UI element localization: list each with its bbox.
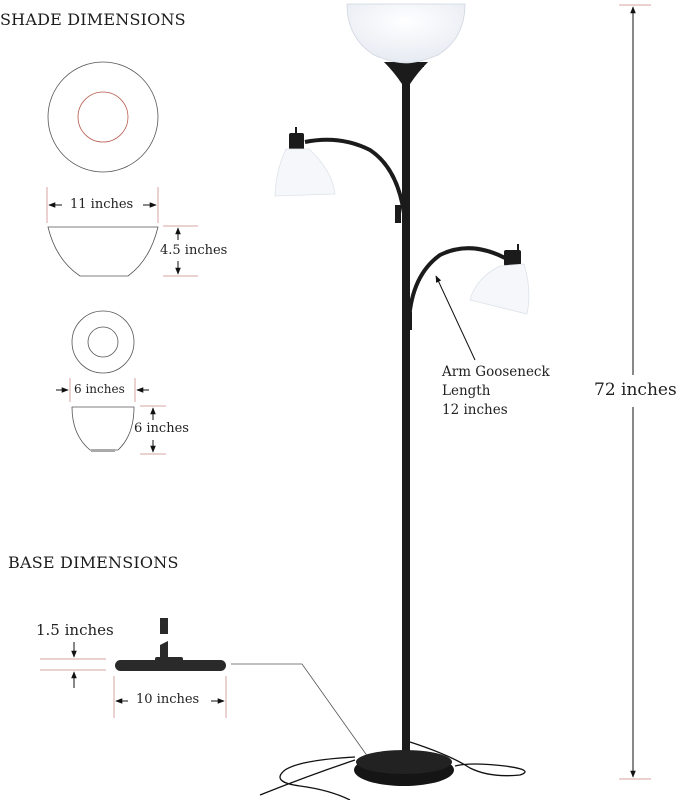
small-shade-width-dimension bbox=[56, 378, 149, 402]
base-dimensions-heading: BASE DIMENSIONS bbox=[8, 553, 179, 572]
base-profile bbox=[115, 618, 226, 671]
large-shade-height-dimension bbox=[163, 225, 198, 277]
large-shade-height-label: 4.5 inches bbox=[160, 243, 228, 258]
large-shade-width-label: 11 inches bbox=[70, 197, 134, 212]
small-shade-width-label: 6 inches bbox=[74, 382, 125, 396]
base-height-dimension bbox=[40, 642, 106, 688]
small-shade-height-label: 6 inches bbox=[134, 421, 189, 436]
gooseneck-callout-line2: Length bbox=[442, 383, 491, 399]
base-width-dimension bbox=[113, 676, 227, 718]
gooseneck-callout-arrow bbox=[435, 275, 476, 361]
floor-lamp bbox=[259, 3, 530, 800]
base-width-label: 10 inches bbox=[136, 692, 200, 707]
shade-dimensions-heading: SHADE DIMENSIONS bbox=[0, 10, 186, 29]
large-shade-width-dimension bbox=[46, 187, 159, 223]
gooseneck-callout-line3: 12 inches bbox=[442, 402, 508, 418]
large-shade-side-view bbox=[47, 226, 159, 277]
total-height-dimension bbox=[619, 4, 651, 780]
small-shade-top-view bbox=[71, 310, 135, 374]
small-shade-height-dimension bbox=[140, 405, 166, 455]
small-shade-side-view bbox=[71, 406, 135, 452]
base-leader-line bbox=[231, 663, 369, 758]
gooseneck-callout-line1: Arm Gooseneck bbox=[442, 364, 550, 380]
large-shade-top-view bbox=[47, 61, 159, 173]
base-height-label: 1.5 inches bbox=[36, 621, 114, 639]
total-height-label: 72 inches bbox=[594, 380, 677, 400]
gooseneck-callout: Arm Gooseneck Length 12 inches bbox=[442, 363, 550, 420]
